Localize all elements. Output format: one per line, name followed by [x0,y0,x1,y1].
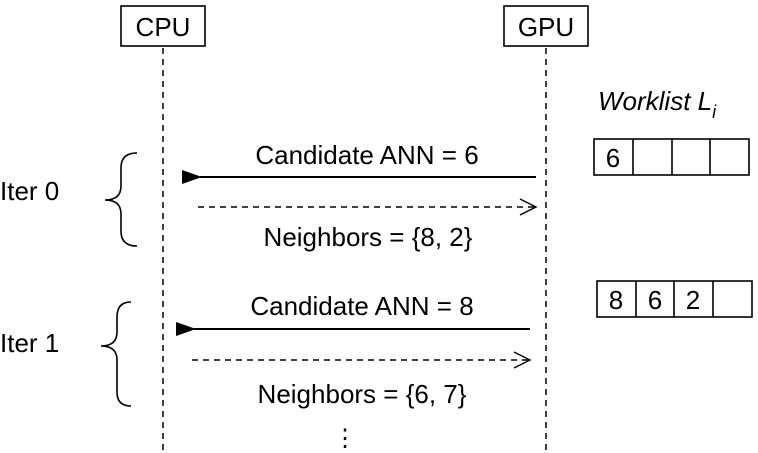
cpu-lane-header: CPU [120,5,206,47]
worklist-cell: 8 [609,285,623,315]
iteration-1: Iter 1 Candidate ANN = 8 Neighbors = {6,… [0,280,753,409]
iteration-brace [104,152,138,247]
worklist-cell: 2 [686,285,700,315]
request-label: Candidate ANN = 6 [255,140,478,170]
worklist-cell: 6 [648,285,662,315]
continuation-ellipsis: ⋮ [333,425,357,452]
worklist-array: 8 6 2 [596,280,753,318]
iteration-label: Iter 1 [0,328,59,358]
iteration-0: Iter 0 Candidate ANN = 6 Neighbors = {8,… [0,138,750,252]
response-label: Neighbors = {6, 7} [258,379,467,409]
response-arrowhead [513,351,532,369]
gpu-lane-header: GPU [503,5,589,47]
response-label: Neighbors = {8, 2} [264,222,473,252]
iteration-brace [100,301,132,407]
request-label: Candidate ANN = 8 [250,291,473,321]
iteration-label: Iter 0 [0,176,59,206]
worklist-heading: Worklist Li [598,86,717,122]
response-arrowhead [519,198,538,216]
worklist-array: 6 [593,138,750,176]
worklist-cell: 6 [606,143,620,173]
gpu-label: GPU [518,12,574,42]
cpu-label: CPU [136,12,191,42]
